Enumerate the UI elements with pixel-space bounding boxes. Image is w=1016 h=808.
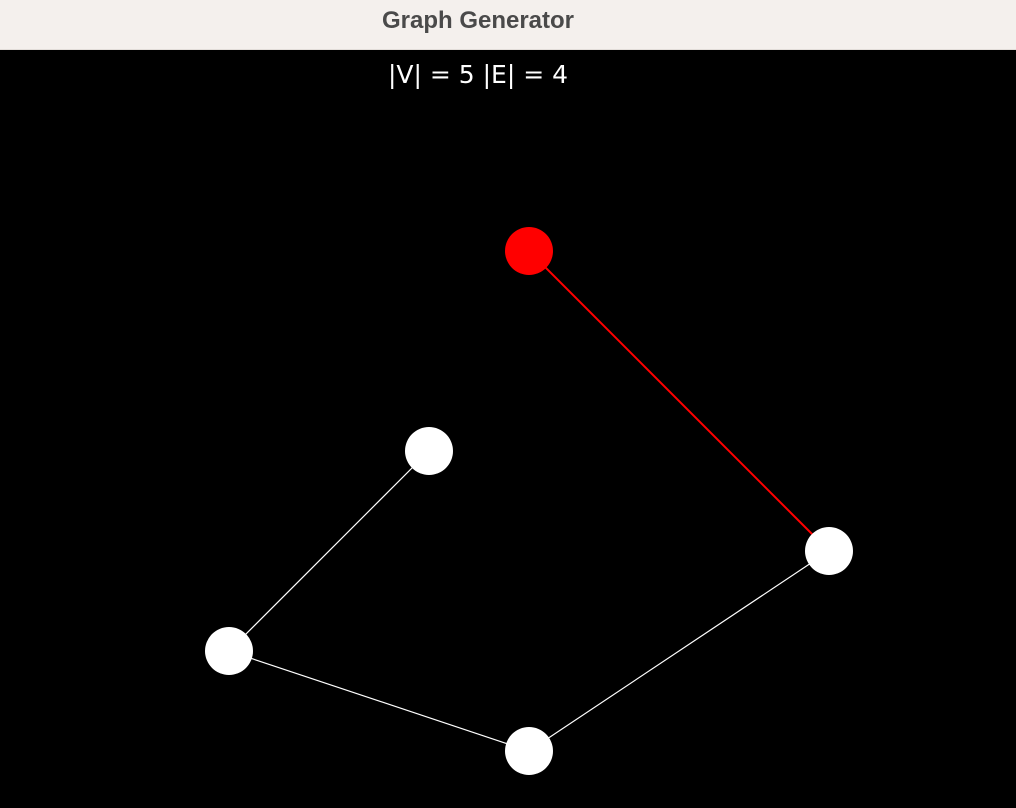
graph-canvas[interactable] [0,50,1016,808]
title-bar[interactable]: Graph Generator [0,0,1016,50]
nodes-layer [205,227,853,775]
graph-node-n4[interactable] [805,527,853,575]
graph-node-n2[interactable] [405,427,453,475]
graph-edge-n2-n3[interactable] [228,450,430,652]
window-title: Graph Generator [381,7,575,34]
edges-layer [228,250,830,752]
graph-node-n1[interactable] [505,227,553,275]
graph-edge-n3-n5[interactable] [228,650,530,752]
graph-node-n3[interactable] [205,627,253,675]
graph-edge-n5-n4[interactable] [528,550,830,752]
graph-stats-label: |V| = 5 |E| = 4 [387,60,569,89]
graph-node-n5[interactable] [505,727,553,775]
graph-edge-n1-n4[interactable] [528,250,830,552]
